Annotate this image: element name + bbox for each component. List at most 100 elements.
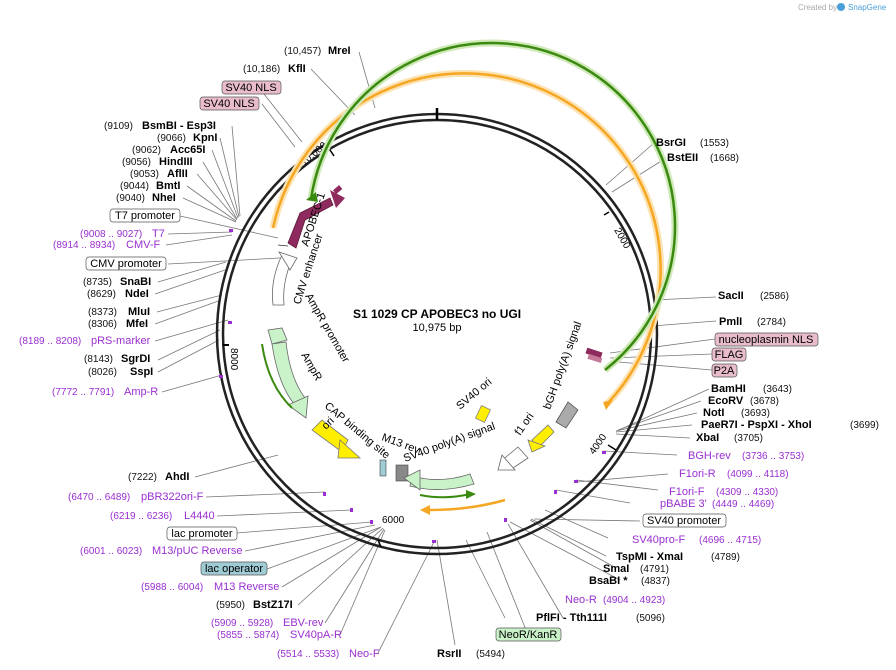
primer-F1ori-F[interactable]: F1ori-F bbox=[669, 486, 705, 498]
boxed-label-sv40nls1[interactable]: SV40 NLS bbox=[221, 80, 282, 95]
enzyme-MfeI[interactable]: MfeI bbox=[126, 318, 148, 330]
cmv-promoter-tick bbox=[277, 244, 289, 247]
snapgene-logo-icon bbox=[837, 3, 845, 11]
enzyme-AflII[interactable]: AflII bbox=[167, 168, 188, 180]
enzyme-BsaBI[interactable]: BsaBI * bbox=[589, 575, 628, 587]
primer-L4440[interactable]: L4440 bbox=[184, 510, 215, 522]
primer-range-M13pUC: (6001 .. 6023) bbox=[80, 546, 142, 557]
primer-range-Neo-F: (5514 .. 5533) bbox=[277, 649, 339, 660]
tick-8000: 8000 bbox=[228, 348, 239, 371]
enzyme-PflFI[interactable]: PflFI - Tth111I bbox=[536, 612, 607, 624]
enzyme-NheI[interactable]: NheI bbox=[152, 192, 176, 204]
enzyme-pos-NheI: (9040) bbox=[116, 193, 145, 204]
plasmid-name: S1 1029 CP APOBEC3 no UGI bbox=[353, 307, 521, 321]
enzyme-NdeI[interactable]: NdeI bbox=[125, 288, 149, 300]
primer-range-F1ori-R: (4099 .. 4118) bbox=[727, 469, 789, 480]
primer-pRS-marker[interactable]: pRS-marker bbox=[91, 335, 151, 347]
enzyme-NotI[interactable]: NotI bbox=[703, 407, 724, 419]
green-arrowhead-icon bbox=[306, 192, 318, 202]
enzyme-SnaBI[interactable]: SnaBI bbox=[120, 276, 151, 288]
f1-ori-arrowhead-icon bbox=[497, 454, 516, 471]
primer-M13pUC[interactable]: M13/pUC Reverse bbox=[152, 545, 242, 557]
label-f1-ori: f1 ori bbox=[513, 411, 537, 438]
primer-range-SV40pA-R: (5855 .. 5874) bbox=[217, 630, 279, 641]
enzyme-MreI[interactable]: MreI bbox=[328, 45, 351, 57]
enzyme-SgrDI[interactable]: SgrDI bbox=[121, 353, 150, 365]
primer-Neo-R[interactable]: Neo-R bbox=[565, 594, 597, 606]
primer-pBABE3[interactable]: pBABE 3' bbox=[660, 498, 707, 510]
neor-green-arrowhead-icon bbox=[466, 490, 476, 499]
enzyme-EcoRV[interactable]: EcoRV bbox=[708, 395, 744, 407]
enzyme-BsrGI[interactable]: BsrGI bbox=[656, 137, 686, 149]
ori-arrowhead-icon bbox=[337, 439, 362, 459]
enzyme-SacII[interactable]: SacII bbox=[718, 290, 744, 302]
enzyme-pos-Acc65I: (9062) bbox=[132, 145, 161, 156]
boxed-label-cmvpromoter[interactable]: CMV promoter bbox=[85, 256, 167, 271]
enzyme-pos-PaeR7I: (3699) bbox=[850, 420, 879, 431]
enzyme-pos-SgrDI: (8143) bbox=[84, 354, 113, 365]
primer-SV40pA-R[interactable]: SV40pA-R bbox=[290, 629, 342, 641]
enzyme-pos-AflII: (9053) bbox=[130, 169, 159, 180]
label-ampr: AmpR bbox=[298, 351, 324, 384]
enzyme-Acc65I[interactable]: Acc65I bbox=[170, 144, 205, 156]
enzyme-BmtI[interactable]: BmtI bbox=[156, 180, 180, 192]
enzyme-BstEII[interactable]: BstEII bbox=[667, 152, 698, 164]
neor-green-arc bbox=[419, 493, 471, 499]
primer-CMV-F[interactable]: CMV-F bbox=[126, 239, 161, 251]
enzyme-KflI[interactable]: KflI bbox=[288, 63, 306, 75]
boxed-label-t7promoter[interactable]: T7 promoter bbox=[109, 208, 181, 223]
enzyme-KpnI[interactable]: KpnI bbox=[193, 132, 217, 144]
enzyme-RsrII[interactable]: RsrII bbox=[437, 648, 461, 660]
primer-pBR322ori-F[interactable]: pBR322ori-F bbox=[141, 491, 204, 503]
primer-range-F1ori-F: (4309 .. 4330) bbox=[716, 487, 778, 498]
enzyme-SspI[interactable]: SspI bbox=[130, 366, 153, 378]
cmv-enhancer-arrowhead-icon bbox=[278, 251, 298, 271]
ampr-feature bbox=[271, 341, 306, 406]
enzyme-PaeR7I[interactable]: PaeR7I - PspXI - XhoI bbox=[701, 419, 812, 431]
credit-text: Created by bbox=[798, 3, 837, 12]
primer-EBV-rev[interactable]: EBV-rev bbox=[283, 617, 324, 629]
enzyme-MluI[interactable]: MluI bbox=[128, 306, 150, 318]
boxed-label-sv40nls2[interactable]: SV40 NLS bbox=[199, 96, 260, 111]
boxed-label-lacpromoter[interactable]: lac promoter bbox=[166, 526, 238, 541]
primer-M13Rev[interactable]: M13 Reverse bbox=[214, 581, 279, 593]
boxed-label-sv40nls2-text: SV40 NLS bbox=[203, 98, 254, 110]
primer-BGH-rev[interactable]: BGH-rev bbox=[688, 450, 731, 462]
boxed-label-p2a[interactable]: P2A bbox=[711, 363, 738, 378]
enzyme-pos-KpnI: (9066) bbox=[157, 133, 186, 144]
neor-orange-arc bbox=[429, 498, 506, 512]
tick-4000: 4000 bbox=[587, 432, 609, 457]
enzyme-pos-BsmBI: (9109) bbox=[104, 121, 133, 132]
apobec1-arrowhead-icon bbox=[330, 190, 345, 208]
boxed-label-sv40promoter[interactable]: SV40 promoter bbox=[642, 513, 727, 528]
primer-Neo-F[interactable]: Neo-F bbox=[349, 648, 380, 660]
enzyme-pos-BsrGI: (1553) bbox=[700, 138, 729, 149]
tick-6000: 6000 bbox=[382, 515, 405, 526]
pos-mark-10000 bbox=[329, 149, 335, 157]
boxed-label-flag[interactable]: FLAG bbox=[711, 347, 747, 362]
enzyme-AhdI[interactable]: AhdI bbox=[165, 471, 189, 483]
boxed-label-nucleoplasmin-text: nucleoplasmin NLS bbox=[719, 334, 814, 346]
boxed-label-lacoperator[interactable]: lac operator bbox=[200, 561, 268, 576]
primer-range-EBV-rev: (5909 .. 5928) bbox=[211, 618, 273, 629]
primer-F1ori-R[interactable]: F1ori-R bbox=[679, 468, 716, 480]
boxed-label-nucleoplasmin[interactable]: nucleoplasmin NLS bbox=[714, 332, 819, 347]
primer-Amp-R[interactable]: Amp-R bbox=[124, 386, 158, 398]
enzyme-SmaI[interactable]: SmaI bbox=[603, 563, 629, 575]
enzyme-TspMI[interactable]: TspMI - XmaI bbox=[616, 551, 683, 563]
enzyme-pos-AhdI: (7222) bbox=[128, 472, 157, 483]
enzyme-HindIII[interactable]: HindIII bbox=[159, 156, 193, 168]
boxed-label-neokan[interactable]: NeoR/KanR bbox=[495, 627, 562, 642]
enzyme-BsmBI[interactable]: BsmBI - Esp3I bbox=[142, 120, 216, 132]
primer-T7[interactable]: T7 bbox=[152, 228, 165, 240]
snapgene-brand: SnapGene bbox=[848, 3, 887, 12]
enzyme-pos-NdeI: (8629) bbox=[87, 289, 116, 300]
enzyme-XbaI[interactable]: XbaI bbox=[696, 432, 719, 444]
enzyme-PmlI[interactable]: PmlI bbox=[719, 316, 742, 328]
boxed-label-cmvpromoter-text: CMV promoter bbox=[90, 258, 162, 270]
primer-range-pBR322ori-F: (6470 .. 6489) bbox=[68, 492, 130, 503]
enzyme-BstZ17I[interactable]: BstZ17I bbox=[253, 599, 293, 611]
enzyme-BamHI[interactable]: BamHI bbox=[711, 383, 746, 395]
primer-SV40pro-F[interactable]: SV40pro-F bbox=[632, 534, 685, 546]
